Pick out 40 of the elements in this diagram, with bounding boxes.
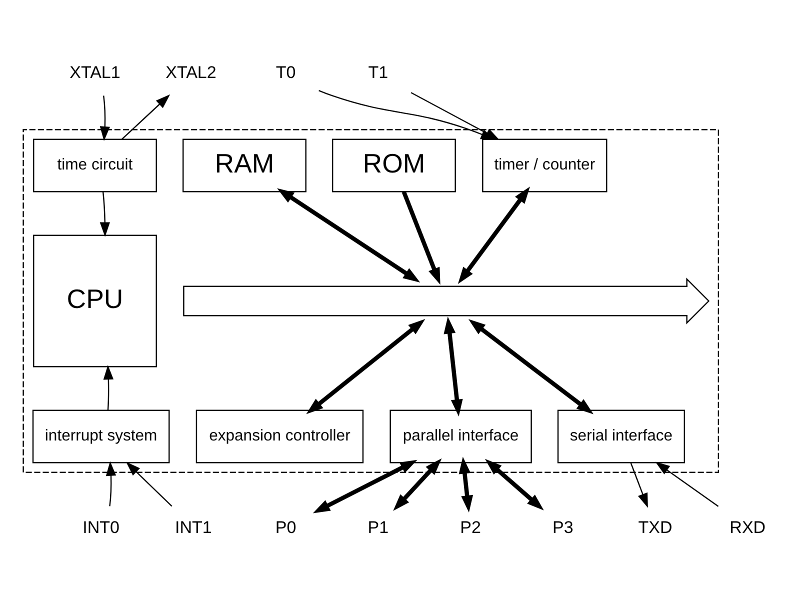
node-box: timer / counter (482, 138, 608, 192)
arrow (655, 462, 719, 507)
node-text: XTAL2 (166, 63, 216, 82)
arrow (100, 96, 110, 142)
arrow (100, 192, 110, 237)
node-text: INT1 (175, 518, 212, 537)
node-box: serial interface (557, 410, 686, 464)
arrow (458, 456, 474, 513)
arrow (312, 460, 418, 514)
arrow (468, 319, 594, 414)
arrow (402, 190, 440, 285)
arrow (126, 462, 172, 507)
arrow (630, 462, 648, 508)
arrow (306, 318, 426, 414)
node-box: RAM (182, 138, 306, 192)
node-text: T1 (368, 63, 388, 82)
arrow (277, 188, 420, 283)
node-text: P0 (275, 518, 296, 537)
node-text: TXD (638, 518, 672, 537)
node-box: interrupt system (32, 410, 170, 464)
node-text: T0 (276, 63, 296, 82)
node-box: time circuit (33, 138, 157, 192)
node-box: ROM (332, 138, 456, 192)
node-bar (183, 278, 710, 324)
arrow (122, 94, 170, 140)
arrow (106, 461, 116, 506)
arrow (484, 458, 544, 510)
node-text: XTAL1 (70, 63, 120, 82)
node-text: INT0 (82, 518, 120, 537)
arrow (393, 458, 442, 511)
node-text: P2 (460, 518, 481, 537)
node-box: CPU (33, 234, 157, 368)
node-text: P1 (368, 518, 389, 537)
arrow (458, 186, 530, 284)
node-box: parallel interface (390, 410, 532, 464)
arrow (103, 364, 114, 410)
node-box: expansion controller (196, 410, 364, 464)
node-text: P3 (552, 518, 574, 537)
arrow (444, 316, 463, 417)
node-text: RXD (730, 518, 766, 537)
